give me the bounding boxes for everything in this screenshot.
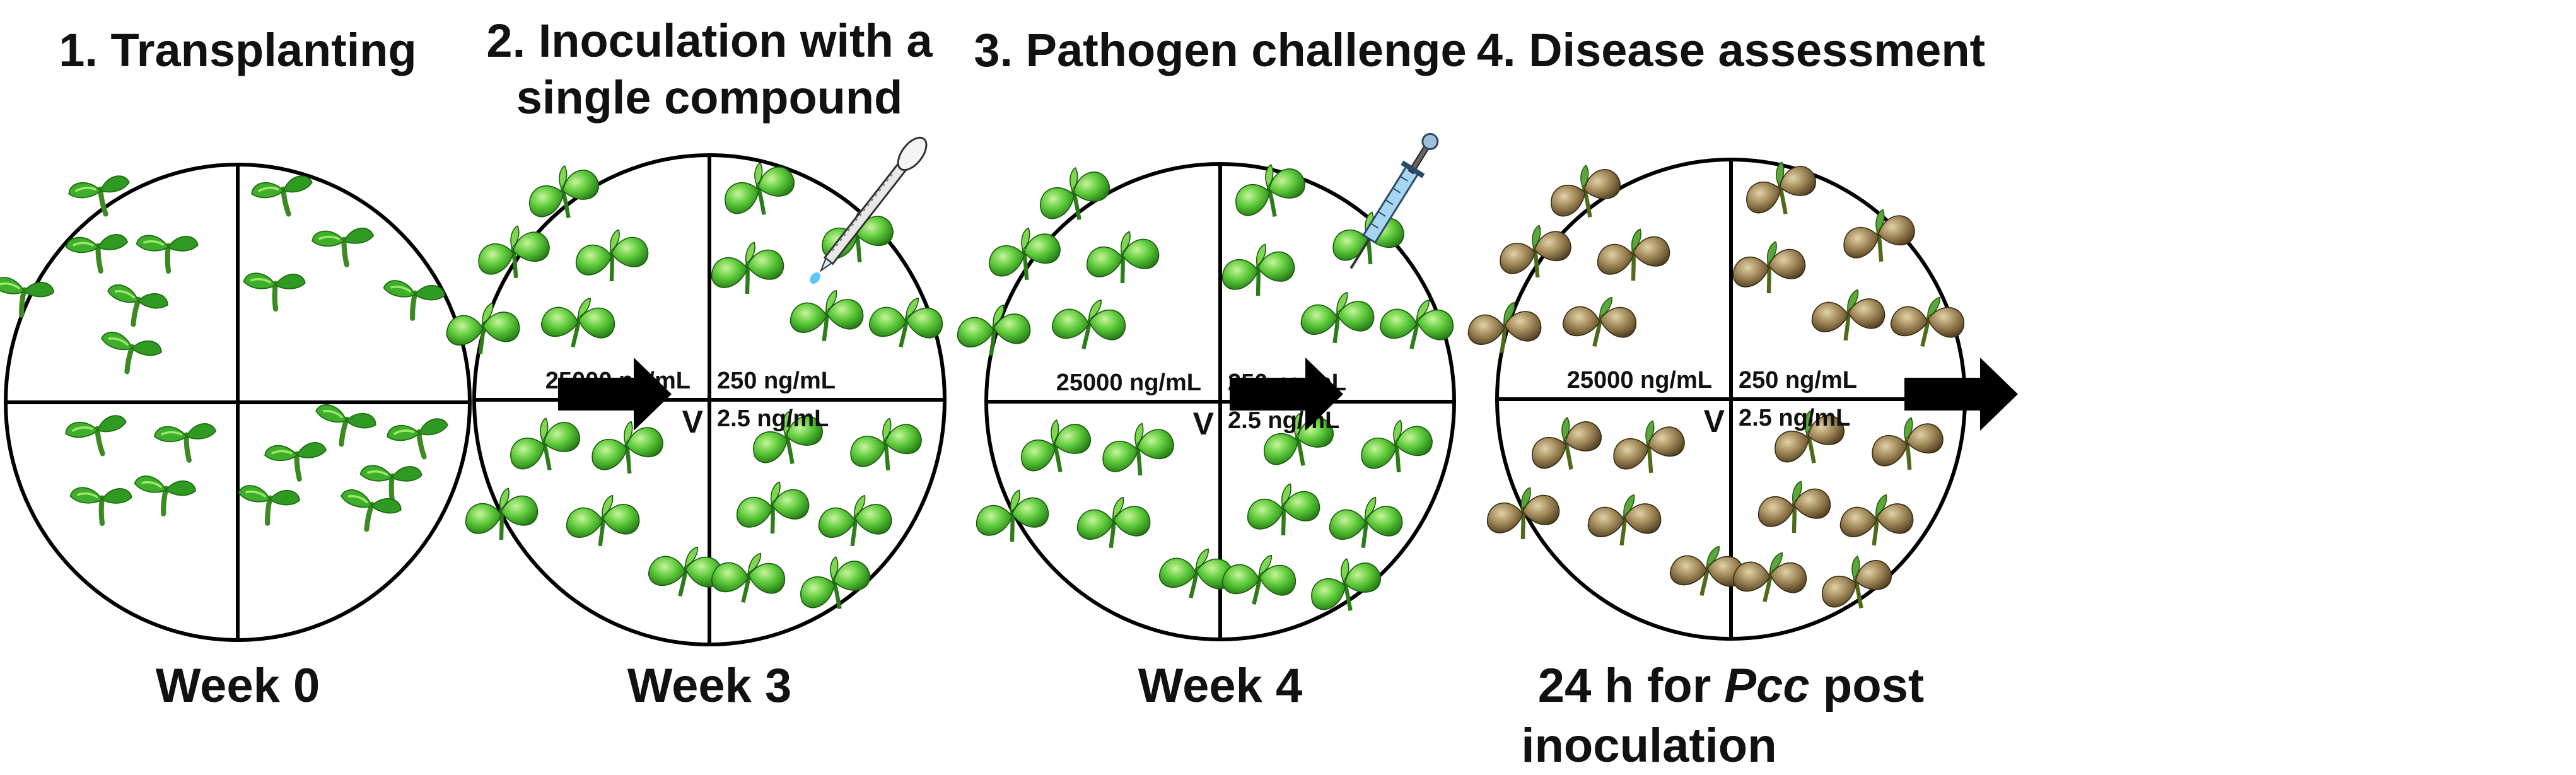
quadrant-label-top-right: 250 ng/mL [1739,367,1857,393]
step-arrow-1 [558,358,672,431]
step-arrow-3 [1904,358,2018,431]
step-title: 3. Pathogen challenge [974,24,1466,76]
quadrant-label-top-left: 25000 ng/mL [1056,370,1201,396]
step-title: 1. Transplanting [59,24,416,76]
time-label-line2: inoculation [1521,719,1776,772]
time-label: Week 4 [1138,659,1303,713]
step-panel-4: 4. Disease assessment 25000 ng/mL 250 ng/m… [1467,24,1985,772]
quadrant-label-bottom-left: V [1704,404,1725,439]
time-label: 24 h for Pcc post [1538,659,1924,713]
time-label: Week 3 [627,659,792,713]
quadrant-label-top-left: 25000 ng/mL [1567,367,1712,393]
time-label: Week 0 [156,659,320,713]
quadrant-label-bottom-right: 2.5 ng/mL [1739,405,1850,431]
quadrant-label-top-right: 250 ng/mL [717,368,836,394]
step-title: 4. Disease assessment [1477,24,1985,76]
quadrant-label-bottom-left: V [1193,406,1215,441]
step-title: 2. Inoculation with a [486,15,933,67]
step-title: single compound [516,71,903,124]
dropper-icon [810,136,928,284]
step-arrow-2 [1230,358,1343,431]
syringe-icon [1349,132,1439,269]
quadrant-label-bottom-left: V [682,404,704,440]
quadrant-label-bottom-right: 2.5 ng/mL [717,405,829,432]
